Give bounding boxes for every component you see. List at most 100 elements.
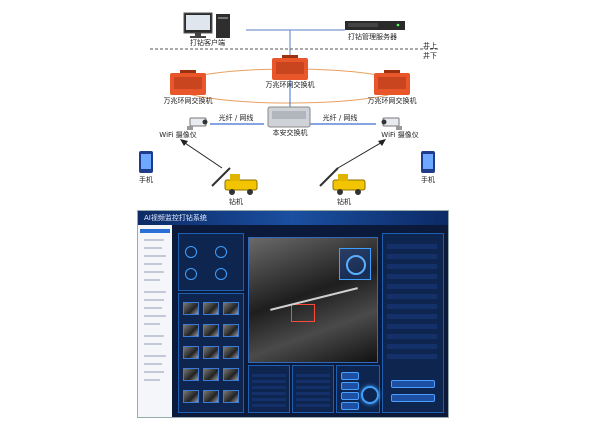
table-row bbox=[296, 380, 330, 383]
dashboard-title: AI视频监控打钻系统 bbox=[144, 214, 207, 222]
gigabit-switch-right-icon bbox=[374, 70, 410, 95]
substation-switch-label: 本安交换机 bbox=[272, 129, 308, 137]
link-left-label: 光纤 / 网线 bbox=[218, 114, 254, 122]
dashboard-sidebar bbox=[138, 225, 172, 417]
bottom-table-1 bbox=[248, 365, 290, 413]
sidebar-item[interactable] bbox=[144, 371, 164, 373]
table-row bbox=[296, 404, 330, 407]
sidebar-item[interactable] bbox=[144, 379, 160, 381]
info-row bbox=[387, 274, 437, 279]
ai-dashboard-screenshot: AI视频监控打钻系统 bbox=[137, 210, 449, 418]
wifi-camera-right-label: WiFi 摄像仪 bbox=[381, 131, 419, 139]
sidebar-item[interactable] bbox=[144, 315, 166, 317]
table-row bbox=[252, 386, 286, 389]
radar-icon bbox=[346, 255, 366, 275]
table-row bbox=[252, 404, 286, 407]
info-row bbox=[387, 334, 437, 339]
table-row bbox=[296, 398, 330, 401]
table-row bbox=[252, 374, 286, 377]
main-video-feed[interactable] bbox=[248, 237, 378, 363]
camera-thumbnail[interactable] bbox=[223, 368, 239, 381]
sidebar-item[interactable] bbox=[144, 355, 166, 357]
table-row bbox=[252, 398, 286, 401]
camera-thumbnail[interactable] bbox=[183, 302, 199, 315]
camera-thumbnail[interactable] bbox=[223, 390, 239, 403]
sidebar-item[interactable] bbox=[144, 363, 162, 365]
info-row bbox=[387, 354, 437, 359]
info-row bbox=[387, 284, 437, 289]
info-row bbox=[387, 344, 437, 349]
network-diagram bbox=[139, 12, 440, 195]
sidebar-item[interactable] bbox=[144, 271, 164, 273]
camera-thumbnail[interactable] bbox=[223, 324, 239, 337]
sidebar-item[interactable] bbox=[144, 247, 162, 249]
info-row bbox=[387, 264, 437, 269]
camera-thumbnail[interactable] bbox=[223, 302, 239, 315]
table-row bbox=[252, 380, 286, 383]
server-rack-icon bbox=[345, 21, 405, 30]
drill-right-icon bbox=[319, 167, 366, 195]
camera-thumbnail[interactable] bbox=[223, 346, 239, 359]
wifi-camera-right-icon bbox=[381, 117, 402, 130]
above-ground-label: 井上 bbox=[423, 42, 437, 50]
client-label: 打钻客户端 bbox=[190, 39, 225, 47]
sidebar-item[interactable] bbox=[144, 239, 164, 241]
camera-thumbnail[interactable] bbox=[203, 324, 219, 337]
status-ring-icon bbox=[361, 386, 379, 404]
table-row bbox=[296, 374, 330, 377]
sidebar-item[interactable] bbox=[144, 279, 160, 281]
info-row bbox=[387, 294, 437, 299]
gigabit-switch-left-icon bbox=[170, 70, 206, 95]
dashboard-titlebar: AI视频监控打钻系统 bbox=[138, 211, 448, 225]
sidebar-item[interactable] bbox=[144, 255, 166, 257]
drill-left-label: 钻机 bbox=[229, 198, 243, 206]
stats-panel bbox=[178, 233, 244, 291]
sidebar-item[interactable] bbox=[140, 229, 170, 233]
wifi-camera-left-icon bbox=[187, 117, 208, 130]
control-button[interactable] bbox=[341, 382, 359, 390]
sidebar-item[interactable] bbox=[144, 263, 162, 265]
sidebar-item[interactable] bbox=[144, 323, 160, 325]
bottom-controls-panel bbox=[336, 365, 380, 413]
info-row bbox=[387, 314, 437, 319]
table-row bbox=[252, 392, 286, 395]
sidebar-item[interactable] bbox=[144, 335, 164, 337]
stat-icon bbox=[185, 246, 197, 258]
stat-icon bbox=[185, 268, 197, 280]
stat-icon bbox=[215, 246, 227, 258]
action-button[interactable] bbox=[391, 394, 435, 402]
sidebar-item[interactable] bbox=[144, 291, 166, 293]
phone-right-icon bbox=[421, 151, 435, 173]
switch-right-label: 万兆环网交换机 bbox=[367, 97, 417, 105]
sidebar-item[interactable] bbox=[144, 299, 164, 301]
drill-left-icon bbox=[211, 167, 258, 195]
camera-thumbnail[interactable] bbox=[183, 324, 199, 337]
camera-thumbnail[interactable] bbox=[203, 346, 219, 359]
camera-thumbnail[interactable] bbox=[183, 346, 199, 359]
detection-box bbox=[291, 304, 315, 322]
info-row bbox=[387, 254, 437, 259]
sidebar-item[interactable] bbox=[144, 343, 162, 345]
info-row bbox=[387, 244, 437, 249]
camera-thumbnail[interactable] bbox=[183, 390, 199, 403]
phone-right-label: 手机 bbox=[421, 176, 435, 184]
camera-thumbnail[interactable] bbox=[203, 302, 219, 315]
camera-thumbnail[interactable] bbox=[203, 368, 219, 381]
control-button[interactable] bbox=[341, 402, 359, 410]
link-right-label: 光纤 / 网线 bbox=[322, 114, 358, 122]
sidebar-item[interactable] bbox=[144, 307, 162, 309]
control-button[interactable] bbox=[341, 372, 359, 380]
control-button[interactable] bbox=[341, 392, 359, 400]
action-button[interactable] bbox=[391, 380, 435, 388]
switch-left-label: 万兆环网交换机 bbox=[163, 97, 213, 105]
phone-left-icon bbox=[139, 151, 153, 173]
camera-thumbnail[interactable] bbox=[183, 368, 199, 381]
client-computer-icon bbox=[183, 12, 230, 38]
phone-left-label: 手机 bbox=[139, 176, 153, 184]
server-label: 打钻管理服务器 bbox=[348, 33, 397, 41]
info-row bbox=[387, 304, 437, 309]
gigabit-switch-center-icon bbox=[272, 55, 308, 80]
stat-icon bbox=[215, 268, 227, 280]
info-row bbox=[387, 324, 437, 329]
camera-thumbnail[interactable] bbox=[203, 390, 219, 403]
